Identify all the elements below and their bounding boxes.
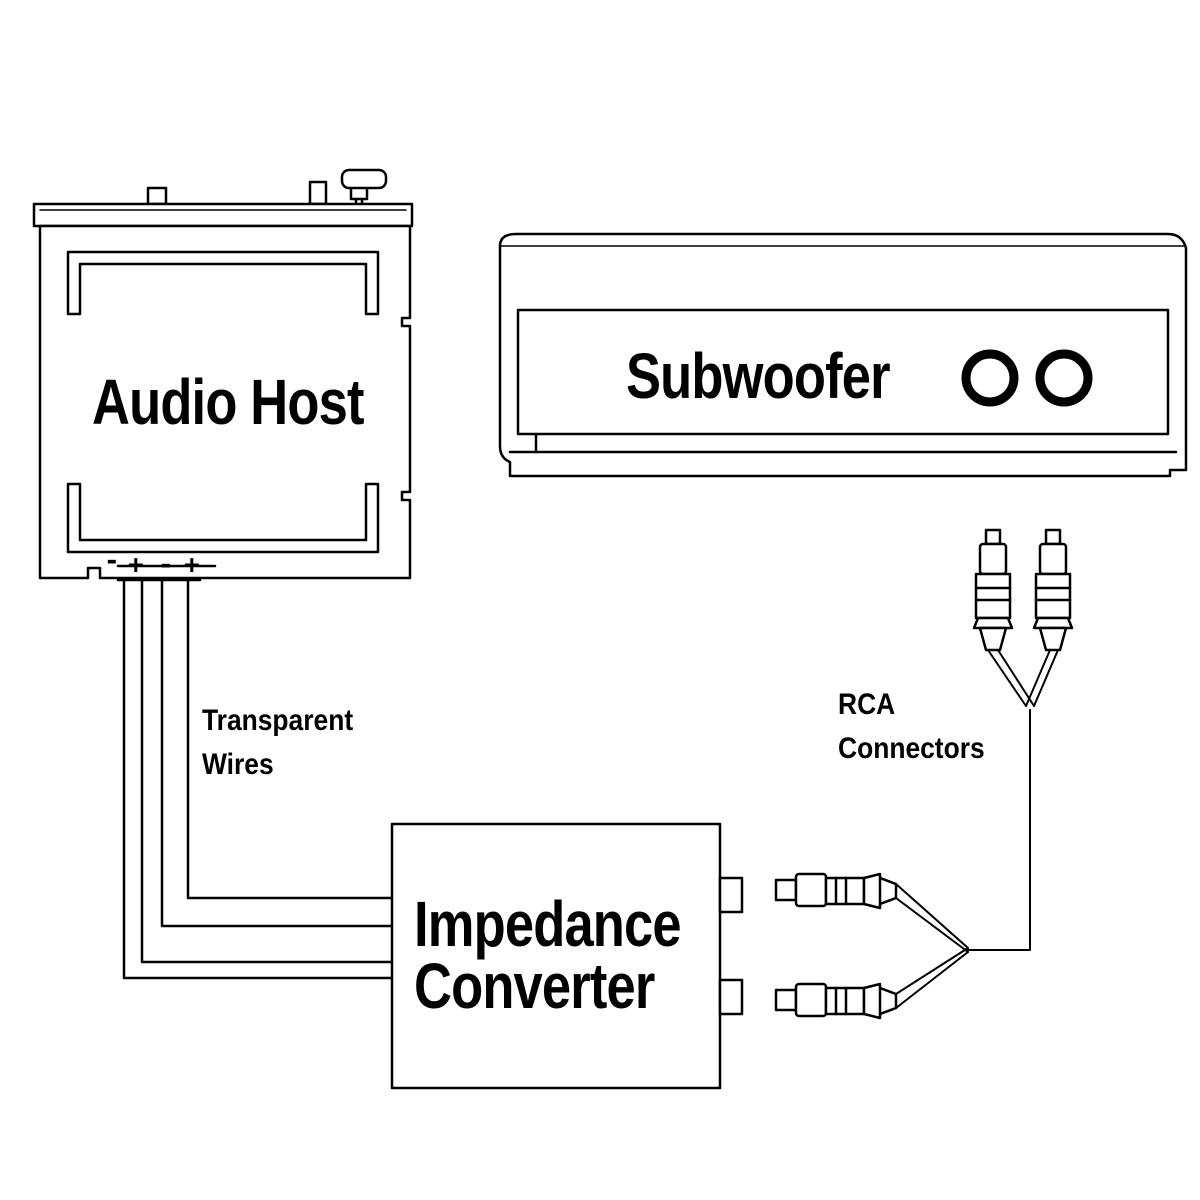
- audio-host-frame-top: [66, 250, 380, 316]
- impedance-converter-unit: [390, 822, 744, 1090]
- rca-splitter-cable: [895, 709, 1031, 1009]
- terminal-positive-2: +: [184, 550, 200, 580]
- audio-host-label: Audio Host: [92, 366, 364, 438]
- wires-label-line1: Transparent: [202, 704, 354, 737]
- wire-1: [122, 578, 394, 980]
- rca-plug-up-right: [1032, 528, 1074, 652]
- audio-host-unit: [32, 168, 414, 580]
- terminal-negative-1: -: [104, 546, 120, 576]
- subwoofer-port-left: [961, 349, 1019, 407]
- subwoofer-front-panel: [516, 308, 1170, 436]
- audio-host-body: [38, 224, 412, 580]
- wire-2: [160, 578, 394, 928]
- rca-upper-splitter: [987, 649, 1059, 707]
- impedance-label-line1: Impedance: [414, 888, 682, 960]
- subwoofer-port-right: [1035, 349, 1093, 407]
- wires-label-line2: Wires: [202, 748, 274, 781]
- rca-plug-up-left: [972, 528, 1014, 652]
- wire-3: [186, 578, 394, 900]
- wire-1-inner: [140, 578, 394, 964]
- converter-jack-bottom: [718, 978, 744, 1016]
- audio-host-knob-right: [308, 180, 328, 206]
- subwoofer-unit: [498, 232, 1188, 478]
- audio-host-knob-left: [146, 186, 168, 206]
- rca-label-line2: Connectors: [838, 732, 985, 765]
- transparent-wires: [116, 578, 394, 980]
- audio-host-frame-bottom: [66, 482, 380, 554]
- impedance-label-line2: Converter: [414, 950, 655, 1022]
- audio-host-top-plate: [32, 202, 414, 228]
- terminal-negative-2: -: [158, 550, 174, 580]
- terminal-positive-1: +: [128, 550, 144, 580]
- converter-jack-top: [718, 876, 744, 914]
- rca-plug-top: [774, 872, 898, 910]
- impedance-converter-body: [390, 822, 722, 1090]
- subwoofer-label: Subwoofer: [626, 340, 891, 412]
- rca-label-line1: RCA: [838, 688, 896, 721]
- audio-host-dial: [340, 168, 388, 190]
- rca-plug-bottom: [774, 982, 898, 1020]
